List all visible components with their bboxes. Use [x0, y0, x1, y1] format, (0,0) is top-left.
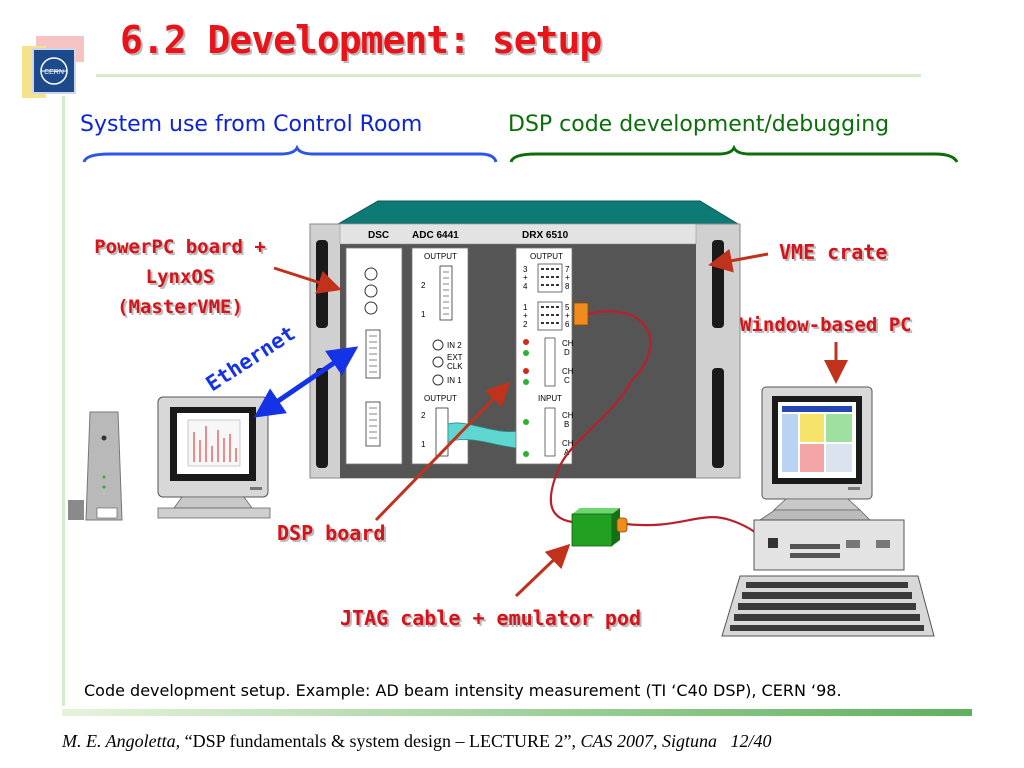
- footer-page: 12/40: [730, 731, 772, 751]
- svg-text:+: +: [565, 311, 570, 320]
- svg-text:CH: CH: [562, 411, 574, 420]
- slot-dsc-label: DSC: [368, 230, 389, 241]
- svg-text:3: 3: [523, 265, 528, 274]
- svg-text:EXT: EXT: [447, 353, 463, 362]
- svg-text:1: 1: [421, 440, 426, 449]
- svg-text:2: 2: [421, 411, 426, 420]
- ethernet-arrow: [253, 346, 359, 418]
- footer-rule: [62, 709, 972, 716]
- svg-text:INPUT: INPUT: [538, 394, 562, 403]
- subtitle-dsp-development: DSP code development/debugging: [508, 112, 890, 137]
- title-underline: [96, 74, 921, 77]
- slot-drx-label: DRX 6510: [522, 230, 569, 241]
- svg-text:D: D: [564, 348, 570, 357]
- cern-logo: CERN: [22, 36, 84, 98]
- svg-text:C: C: [564, 376, 570, 385]
- windows-pc: [721, 386, 935, 637]
- svg-text:4: 4: [523, 282, 528, 291]
- footer-event: CAS 2007, Sigtuna: [580, 731, 717, 751]
- svg-text:OUTPUT: OUTPUT: [530, 252, 563, 261]
- footer: M. E. Angoletta, “DSP fundamentals & sys…: [62, 731, 771, 752]
- svg-text:+: +: [523, 311, 528, 320]
- jtag-connector: [573, 302, 589, 326]
- svg-text:1: 1: [421, 310, 426, 319]
- vme-crate-label: VME crate: [779, 240, 888, 264]
- emulator-pod: [571, 508, 628, 547]
- svg-text:CLK: CLK: [447, 362, 463, 371]
- footer-author: M. E. Angoletta,: [62, 731, 181, 751]
- slot-adc-label: ADC 6441: [412, 230, 459, 241]
- dsc-board: [345, 247, 403, 465]
- jtag-arrow: [514, 543, 571, 598]
- drx-board: OUTPUT 3 + 4 1 + 2 7 + 8 5 + 6: [515, 247, 574, 465]
- svg-text:7: 7: [565, 265, 570, 274]
- svg-text:+: +: [523, 273, 528, 282]
- svg-text:+: +: [565, 273, 570, 282]
- svg-text:OUTPUT: OUTPUT: [424, 252, 457, 261]
- powerpc-arrow: [273, 266, 342, 294]
- subtitle-control-room: System use from Control Room: [80, 112, 423, 137]
- powerpc-label: PowerPC board + LynxOS (MasterVME): [72, 232, 288, 322]
- powerpc-label-line3: (MasterVME): [117, 296, 243, 318]
- svg-text:1: 1: [523, 303, 528, 312]
- svg-text:CH: CH: [562, 339, 574, 348]
- window-pc-label: Window-based PC: [740, 314, 912, 336]
- dsp-board-label: DSP board: [277, 521, 386, 545]
- svg-text:5: 5: [565, 303, 570, 312]
- powerpc-label-line1: PowerPC board +: [94, 236, 266, 258]
- control-room-monitor: [157, 396, 271, 519]
- powerpc-label-line2: LynxOS: [145, 266, 215, 288]
- svg-text:CH: CH: [562, 367, 574, 376]
- svg-text:6: 6: [565, 320, 570, 329]
- figure-caption: Code development setup. Example: AD beam…: [84, 681, 842, 700]
- jtag-label: JTAG cable + emulator pod: [340, 606, 642, 630]
- footer-text: “DSP fundamentals & system design – LECT…: [180, 731, 581, 751]
- tower-pc: [68, 411, 123, 521]
- svg-text:8: 8: [565, 282, 570, 291]
- svg-text:IN 1: IN 1: [447, 376, 462, 385]
- svg-text:2: 2: [421, 281, 426, 290]
- vme-crate: DSC ADC 6441 DRX 6510 OUTPUT: [309, 200, 741, 479]
- dsp-board-arrow: [374, 381, 511, 522]
- right-brace: [509, 144, 959, 163]
- left-brace: [82, 144, 498, 163]
- adc-board: OUTPUT 2 1 IN 2 EXT CLK IN 1 OUTPUT 2 1: [411, 247, 469, 465]
- vme-crate-arrow: [708, 248, 769, 273]
- svg-text:OUTPUT: OUTPUT: [424, 394, 457, 403]
- svg-text:CH: CH: [562, 439, 574, 448]
- page-title: 6.2 Development: setup: [120, 18, 602, 62]
- svg-text:IN 2: IN 2: [447, 341, 462, 350]
- ethernet-label: Ethernet: [202, 321, 300, 396]
- cern-logo-text: CERN: [44, 69, 64, 76]
- svg-text:B: B: [564, 420, 569, 429]
- left-vertical-rule: [62, 96, 65, 706]
- svg-text:A: A: [564, 448, 570, 457]
- svg-text:2: 2: [523, 320, 528, 329]
